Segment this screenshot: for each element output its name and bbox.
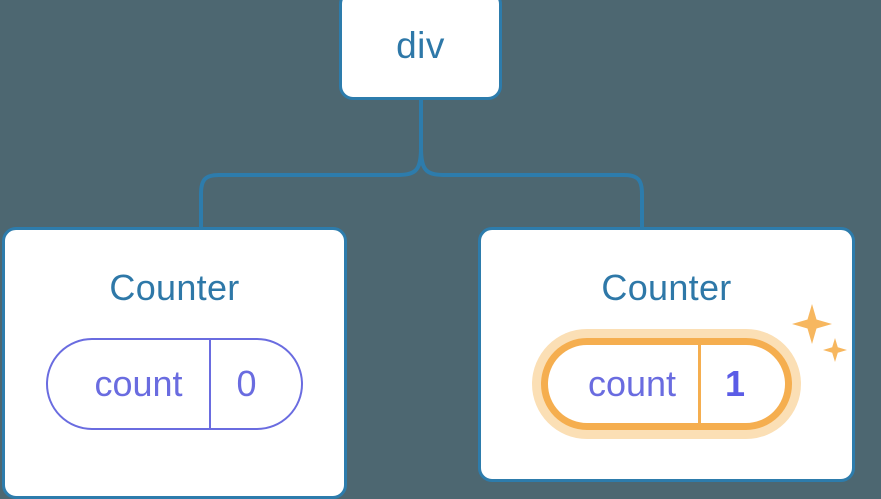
sparkles-icon [792,304,848,362]
state-pill-right[interactable]: count 1 [540,338,793,430]
node-div-label: div [396,24,445,66]
state-pill-wrapper-left: count 0 [46,338,303,430]
node-counter-left-label: Counter [109,267,240,308]
state-key-right: count [587,363,677,404]
state-value-right: 1 [698,345,785,423]
node-counter-right[interactable]: Counter count 1 [478,227,855,482]
node-counter-left[interactable]: Counter count 0 [2,227,347,499]
state-value-left: 0 [208,340,301,428]
state-key-left: count [94,363,183,404]
node-div[interactable]: div [339,0,502,100]
state-pill-wrapper-right: count 1 [540,304,848,430]
node-counter-right-label: Counter [601,267,732,308]
state-pill-left[interactable]: count 0 [46,338,303,430]
